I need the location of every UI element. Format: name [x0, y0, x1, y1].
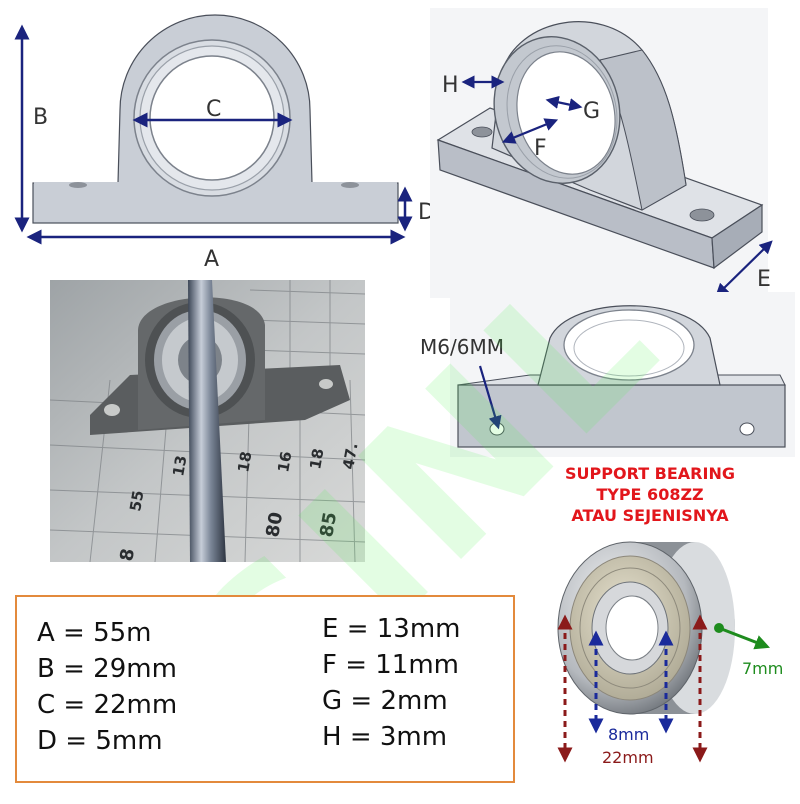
screw-bore — [563, 309, 695, 381]
front-right-hole — [341, 182, 359, 188]
photo-number: 80 — [262, 511, 287, 539]
iso-left-hole — [471, 126, 493, 138]
photo-number: 18 — [306, 447, 327, 471]
screw-view-drawing: M6/6MM — [420, 292, 795, 457]
dim-b-label: B — [33, 105, 48, 130]
dim-h-label: H — [442, 73, 459, 98]
dim-e-arrow — [715, 240, 773, 297]
bearing-width-arrow — [718, 626, 770, 650]
dim-f-arrow — [501, 118, 559, 144]
dim-c-label: C — [206, 97, 221, 122]
photo-left-hole — [104, 404, 120, 416]
front-view-drawing: C B D A — [14, 14, 435, 272]
dim-f-label: F — [534, 136, 547, 161]
iso-view-diagram: H G F E — [430, 0, 800, 300]
spec-a: A = 55m — [37, 618, 152, 648]
bearing-outer-label: 22mm — [602, 748, 654, 767]
dim-g-arrow — [545, 95, 583, 112]
photo-number: 8 — [116, 547, 139, 562]
dim-a-label: A — [204, 247, 219, 272]
iso-view-drawing: H G F E — [430, 8, 773, 298]
photo-right-hole — [319, 379, 333, 389]
product-photo: 55 13 18 16 18 47. 80 85 8 — [50, 280, 365, 562]
front-left-hole — [69, 182, 87, 188]
spec-column-left: A = 55m B = 29mm C = 22mm D = 5mm — [37, 615, 177, 759]
dim-e-label: E — [757, 267, 771, 292]
photo-number: 85 — [316, 511, 341, 539]
screw-base-front — [457, 384, 786, 448]
photo-number: 18 — [234, 450, 255, 474]
screw-right-hole — [739, 422, 755, 436]
bearing-title-line: SUPPORT BEARING — [565, 464, 735, 483]
screw-pointer-arrow — [478, 365, 502, 430]
photo-number: 55 — [126, 489, 147, 513]
bearing-title-line: ATAU SEJENISNYA — [571, 506, 729, 525]
bearing-title-line: TYPE 608ZZ — [596, 485, 704, 504]
product-photo-drawing: 55 13 18 16 18 47. 80 85 8 — [50, 280, 365, 562]
photo-number: 47. — [339, 441, 361, 470]
dimension-spec-box: A = 55m B = 29mm C = 22mm D = 5mm E = 13… — [15, 595, 515, 783]
spec-h: H = 3mm — [322, 722, 448, 752]
screw-view-diagram: M6/6MM — [410, 290, 800, 460]
spec-c: C = 22mm — [37, 690, 178, 720]
bearing-bore — [605, 595, 659, 661]
spec-e: E = 13mm — [322, 614, 461, 644]
photo-number: 13 — [169, 454, 190, 478]
front-view-diagram: C B D A — [0, 0, 440, 275]
spec-column-right: E = 13mm F = 11mm G = 2mm H = 3mm — [322, 611, 460, 755]
bearing-inner-label: 8mm — [608, 725, 649, 744]
iso-right-hole — [689, 208, 715, 222]
bearing-drawing: 7mm 8mm 22mm — [557, 541, 783, 767]
photo-number: 16 — [274, 450, 295, 474]
screw-left-hole — [489, 422, 505, 436]
photo-shaft — [188, 280, 226, 562]
spec-b: B = 29mm — [37, 654, 177, 684]
bearing-title: SUPPORT BEARING TYPE 608ZZ ATAU SEJENISN… — [520, 463, 780, 526]
bearing-width-label: 7mm — [742, 659, 783, 678]
spec-g: G = 2mm — [322, 686, 448, 716]
spec-f: F = 11mm — [322, 650, 460, 680]
spec-d: D = 5mm — [37, 726, 163, 756]
bearing-diagram: 7mm 8mm 22mm — [520, 530, 800, 800]
screw-label: M6/6MM — [420, 335, 504, 359]
dim-g-label: G — [583, 99, 600, 124]
